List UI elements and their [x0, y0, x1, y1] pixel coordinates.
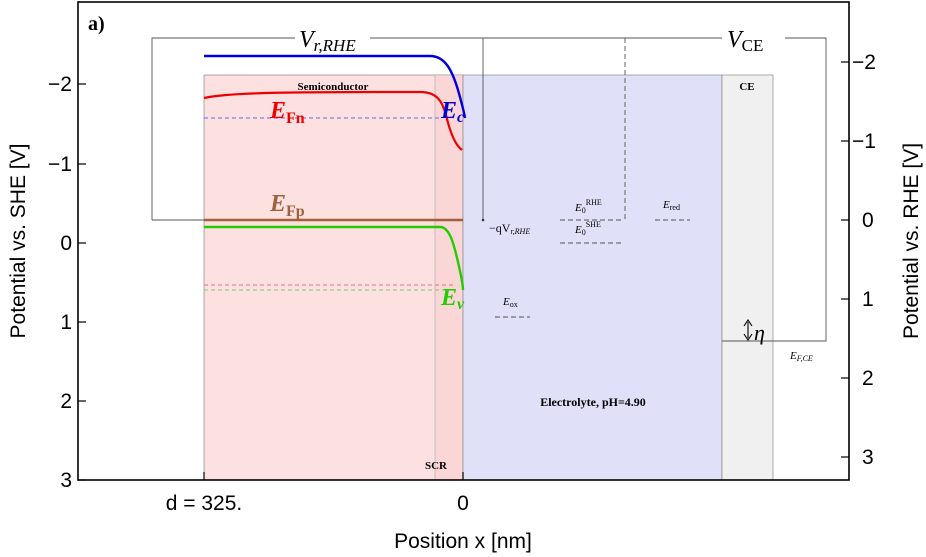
panel-label: a)	[88, 13, 105, 35]
ce-label: CE	[739, 81, 754, 93]
conduction-band-curve	[204, 54, 467, 119]
qvr-label: −qVr,RHE	[489, 221, 530, 236]
right-tick-labels: −2 −1 0 1 2 3	[852, 51, 876, 469]
left-tick-label: 2	[60, 390, 72, 413]
x-axis-title: Position x [nm]	[394, 530, 532, 553]
quasi-fermi-n-curve	[203, 90, 463, 151]
ec-label: Ec	[440, 98, 464, 126]
left-axis-title: Potential vs. SHE [V]	[7, 144, 30, 339]
left-tick-labels: −2 −1 0 1 2 3	[48, 73, 72, 492]
electrolyte-label: Electrolyte, pH=4.90	[540, 395, 646, 409]
right-axis-ticks	[841, 61, 849, 458]
eta-label: η	[754, 320, 765, 345]
right-axis-title: Potential vs. RHE [V]	[900, 143, 923, 339]
right-tick-label: 2	[862, 367, 874, 390]
efn-label: EFn	[269, 98, 305, 127]
fermi-marker-dot	[481, 218, 485, 222]
eox-label: Eox	[502, 296, 518, 309]
ev-label: Ev	[440, 285, 465, 313]
eta-arrow	[743, 319, 753, 341]
e0-she-label: E0SHE	[574, 220, 601, 237]
left-tick-label: 1	[60, 311, 72, 334]
scr-region	[434, 74, 464, 481]
x-tick-label-zero: 0	[457, 492, 469, 515]
right-tick-label: 3	[862, 446, 874, 469]
ered-label: Ered	[662, 199, 680, 212]
bottom-axis-ticks	[203, 472, 464, 480]
ce-region	[721, 74, 774, 481]
semiconductor-region	[203, 74, 464, 481]
right-tick-label: 1	[862, 288, 874, 311]
right-tick-label: −1	[852, 130, 876, 153]
semiconductor-label: Semiconductor	[298, 81, 369, 93]
right-tick-label: 0	[862, 209, 874, 232]
efp-label: EFp	[269, 191, 305, 220]
left-tick-label: 0	[60, 232, 72, 255]
right-tick-label: −2	[852, 51, 876, 74]
efce-label: EF,CE	[789, 350, 813, 363]
left-tick-label: −2	[48, 73, 72, 96]
valence-band-curve	[204, 225, 465, 291]
left-axis-ticks	[78, 83, 86, 481]
scr-label: SCR	[425, 460, 448, 472]
vr-rhe-label: Vr,RHE	[299, 27, 356, 55]
left-tick-label: 3	[60, 469, 72, 492]
electrolyte-region	[462, 74, 723, 481]
left-tick-label: −1	[48, 153, 72, 176]
e0-rhe-label: E0RHE	[574, 198, 602, 215]
x-tick-label-d: d = 325.	[166, 492, 242, 515]
vce-label: VCE	[727, 27, 763, 55]
